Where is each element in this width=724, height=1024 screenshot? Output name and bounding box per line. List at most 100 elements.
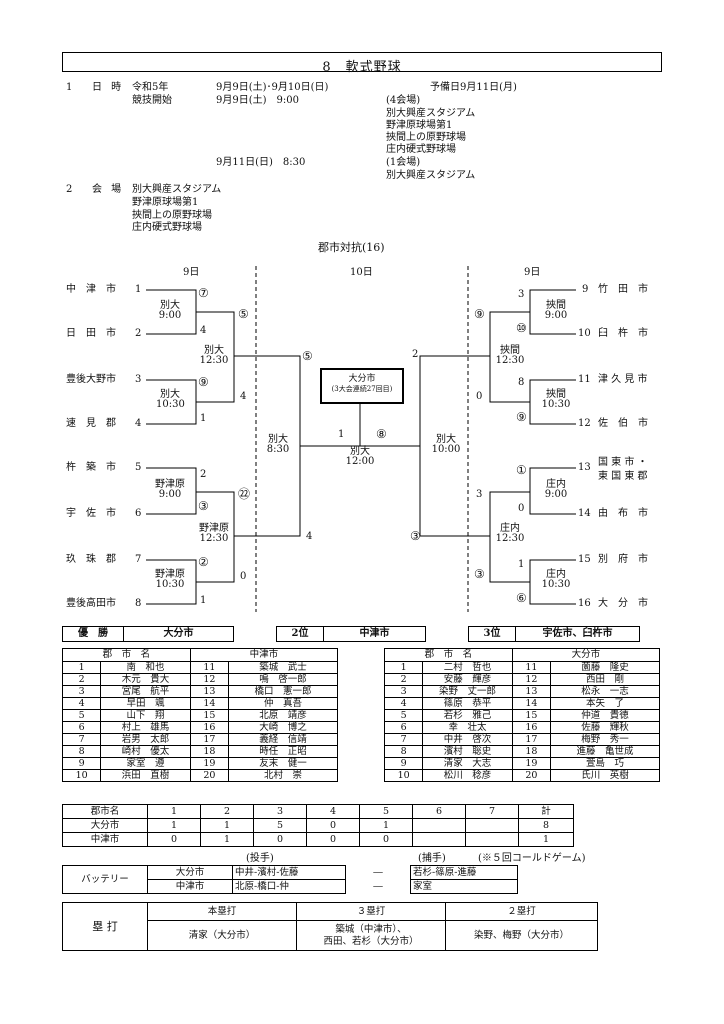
venue-4-item: 庄内硬式野球場 <box>386 144 456 155</box>
line-score-cell: 0 <box>253 832 307 847</box>
roster-player: 木元 貴大 <box>100 673 191 686</box>
roster-player: 進藤 亀世成 <box>550 745 660 758</box>
seed-number: 9 <box>582 284 589 295</box>
roster-number: 16 <box>189 721 230 734</box>
roster-number: 11 <box>189 661 230 674</box>
team-name: 速 見 郡 <box>66 418 116 429</box>
roster-player: 宮尾 航平 <box>100 685 191 698</box>
team-name: 由 布 市 <box>598 508 648 519</box>
roster-number: 15 <box>189 709 230 722</box>
team-name: 国 東 市 ・ <box>598 457 648 468</box>
day-label: 9日 <box>524 267 541 278</box>
team-name: 別 府 市 <box>598 554 648 565</box>
seed-number: 7 <box>135 554 142 565</box>
roster-number: 3 <box>61 685 102 698</box>
roster-number: 2 <box>61 673 102 686</box>
catcher-label: (捕手) <box>418 853 446 864</box>
roster-number: 17 <box>511 733 552 746</box>
roster-player: 築城 武士 <box>228 661 338 674</box>
score: 2 <box>412 349 419 360</box>
roster-team: 中津市 <box>189 648 339 662</box>
team-name: 豊後大野市 <box>66 374 116 385</box>
battery-catchers: 家室 <box>410 879 518 894</box>
line-score-cell <box>412 832 466 847</box>
line-score-cell: 0 <box>147 832 201 847</box>
game-number: ⑤ <box>238 307 249 321</box>
game-number: ⑤ <box>302 349 313 363</box>
seed-number: 10 <box>578 328 591 339</box>
pitcher-label: (投手) <box>246 853 274 864</box>
first-place-box: 優 勝 大分市 <box>62 626 234 642</box>
line-score-cell: 1 <box>200 818 254 833</box>
seed-number: 12 <box>578 418 591 429</box>
seed-number: 13 <box>578 462 591 473</box>
team-name: 大 分 市 <box>598 598 648 609</box>
roster-player: 北村 崇 <box>228 769 338 782</box>
roster-player: 友末 健一 <box>228 757 338 770</box>
line-score-cell: 0 <box>306 818 360 833</box>
roster-player: 松永 一志 <box>550 685 660 698</box>
seed-number: 2 <box>135 328 142 339</box>
home-run-value: 清家（大分市） <box>147 920 297 951</box>
team-name: 杵 築 市 <box>66 462 116 473</box>
roster-number: 7 <box>61 733 102 746</box>
score: 0 <box>476 391 483 402</box>
roster-number: 8 <box>383 745 424 758</box>
seed-number: 14 <box>578 508 591 519</box>
score: 4 <box>200 325 207 336</box>
battery-dash: ― <box>345 879 411 894</box>
venue-1-item: 別大興産スタジアム <box>386 170 476 181</box>
roster-player: 時任 正昭 <box>228 745 338 758</box>
score: 3 <box>518 289 525 300</box>
roster-player: 山下 翔 <box>100 709 191 722</box>
third-place-box: 3位 宇佐市、臼杵市 <box>468 626 640 642</box>
line-score-cell: 1 <box>200 832 254 847</box>
team-name: 竹 田 市 <box>598 284 648 295</box>
roster-player: 梅野 秀一 <box>550 733 660 746</box>
roster-player: 清家 大志 <box>422 757 513 770</box>
line-score-cell: 0 <box>359 832 413 847</box>
roster-player: 二村 哲也 <box>422 661 513 674</box>
venue-4-item: 別大興産スタジアム <box>386 108 476 119</box>
roster-player: 北原 靖彦 <box>228 709 338 722</box>
score: 0 <box>518 503 525 514</box>
roster-number: 10 <box>61 769 102 782</box>
roster-number: 14 <box>511 697 552 710</box>
roster-player: 岩男 太郎 <box>100 733 191 746</box>
roster-number: 16 <box>511 721 552 734</box>
team-name: 東 国 東 郡 <box>598 471 648 482</box>
roster-number: 12 <box>189 673 230 686</box>
roster-player: 薗藤 隆史 <box>550 661 660 674</box>
roster-player: 早田 颯 <box>100 697 191 710</box>
game-number: ⑨ <box>198 375 209 389</box>
game-number: ⑩ <box>516 321 527 335</box>
team-name: 中 津 市 <box>66 284 116 295</box>
roster-number: 1 <box>61 661 102 674</box>
roster-number: 20 <box>189 769 230 782</box>
game-number: ⑦ <box>198 286 209 300</box>
score: 0 <box>240 571 247 582</box>
third-place-label: 3位 <box>469 627 516 641</box>
line-score-cell: 1 <box>359 818 413 833</box>
roster-player: 篠原 恭平 <box>422 697 513 710</box>
game-number: ⑧ <box>376 427 387 441</box>
day-label: 10日 <box>350 267 373 278</box>
roster-number: 4 <box>61 697 102 710</box>
roster-number: 9 <box>61 757 102 770</box>
team-name: 臼 杵 市 <box>598 328 648 339</box>
second-place-team: 中津市 <box>359 628 390 639</box>
line-score-cell: 2 <box>200 804 254 819</box>
seed-number: 3 <box>135 374 142 385</box>
roster-number: 18 <box>511 745 552 758</box>
score: 2 <box>200 469 207 480</box>
roster-header: 郡 市 名 <box>384 648 513 662</box>
